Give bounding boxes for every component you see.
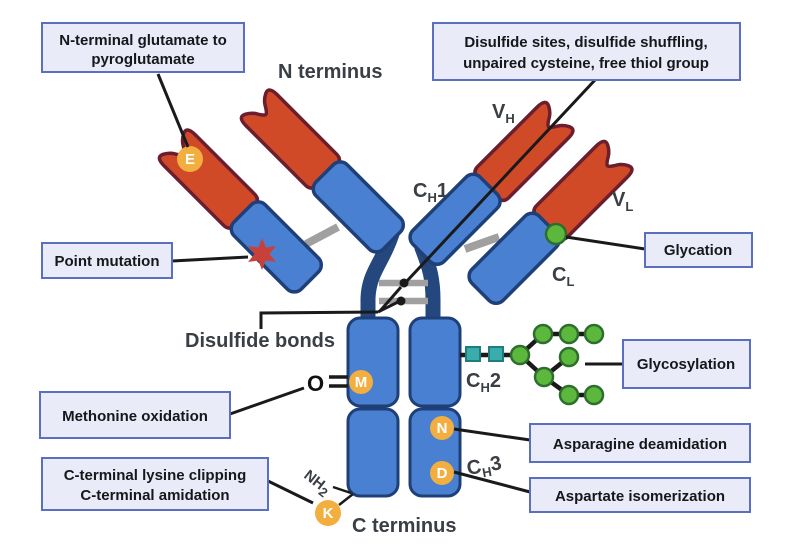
callout-n-terminal: N-terminal glutamate to pyroglutamate bbox=[41, 22, 245, 73]
vl-label: VL bbox=[612, 189, 633, 214]
nh2-label: NH2 bbox=[299, 467, 334, 501]
asparagine-residue: N bbox=[430, 416, 454, 440]
connector-glycation bbox=[565, 235, 646, 251]
point-mutation-star bbox=[248, 238, 276, 270]
connector-methonine-oxidation bbox=[229, 386, 305, 416]
aspartate-residue: D bbox=[430, 461, 454, 485]
callout-disulfide-sites: Disulfide sites, disulfide shuffling, un… bbox=[432, 22, 741, 81]
callout-n-terminal-line2: pyroglutamate bbox=[91, 51, 194, 68]
connector-disulfide-sites bbox=[404, 78, 597, 284]
callout-aspartate-isomerization-label: Aspartate isomerization bbox=[555, 488, 725, 505]
aspartate-letter: D bbox=[437, 465, 448, 482]
callout-n-terminal-line1: N-terminal glutamate to bbox=[59, 32, 227, 49]
methionine-letter: M bbox=[355, 374, 368, 391]
glutamate-residue: E bbox=[177, 146, 203, 172]
connector-n-terminal bbox=[156, 73, 190, 148]
callout-glycation-label: Glycation bbox=[664, 242, 732, 259]
c-terminus-label: C terminus bbox=[352, 515, 456, 537]
left-heavy-ch1-domain bbox=[307, 156, 410, 258]
glutamate-letter: E bbox=[185, 151, 195, 168]
callout-asparagine-deamidation: Asparagine deamidation bbox=[529, 423, 751, 463]
disulfide-bonds-label: Disulfide bonds bbox=[185, 330, 335, 352]
connector-disulfide-bonds-branch2 bbox=[378, 286, 403, 312]
asparagine-letter: N bbox=[437, 420, 448, 437]
ch3-label: CH3 bbox=[465, 452, 504, 483]
left-light-constant-domain bbox=[225, 196, 328, 298]
methionine-residue: M bbox=[349, 370, 373, 394]
glycan-glcnac-square-1 bbox=[465, 346, 481, 362]
left-ch2-domain bbox=[346, 316, 400, 408]
ch1-label: CH1 bbox=[413, 180, 448, 205]
callout-aspartate-isomerization: Aspartate isomerization bbox=[529, 477, 751, 513]
connector-point-mutation bbox=[171, 255, 249, 263]
glycation-site-dot bbox=[544, 222, 568, 246]
glycan-sugar bbox=[558, 323, 580, 345]
connector-disulfide-bonds-elbow bbox=[259, 310, 379, 329]
glycan-sugar bbox=[558, 384, 580, 406]
right-interchain-disulfide bbox=[463, 233, 501, 253]
callout-asparagine-deamidation-label: Asparagine deamidation bbox=[553, 436, 727, 453]
glycan-sugar bbox=[533, 366, 555, 388]
cl-label: CL bbox=[552, 264, 574, 289]
callout-point-mutation-label: Point mutation bbox=[55, 253, 160, 270]
oxygen-symbol: O bbox=[307, 371, 324, 396]
nh2-bond-line bbox=[332, 485, 352, 495]
n-terminus-label: N terminus bbox=[278, 61, 382, 83]
callout-glycosylation-label: Glycosylation bbox=[637, 356, 735, 373]
disulfide-site-dot-bottom bbox=[396, 296, 406, 306]
glycan-sugar bbox=[558, 346, 580, 368]
connector-aspartate-isomerization bbox=[453, 470, 531, 494]
right-ch2-domain bbox=[408, 316, 462, 408]
glycan-glcnac-square-2 bbox=[488, 346, 504, 362]
connector-c-terminal bbox=[267, 479, 314, 505]
lysine-bond-line bbox=[338, 493, 354, 506]
callout-disulfide-sites-line2: unpaired cysteine, free thiol group bbox=[463, 55, 709, 72]
callout-glycosylation: Glycosylation bbox=[622, 339, 751, 389]
lysine-residue: K bbox=[315, 500, 341, 526]
vh-label: VH bbox=[492, 101, 515, 126]
glycan-sugar-root bbox=[509, 344, 531, 366]
callout-c-terminal-line1: C-terminal lysine clipping bbox=[64, 467, 247, 484]
left-interchain-disulfide bbox=[304, 223, 340, 248]
callout-methonine-oxidation: Methonine oxidation bbox=[39, 391, 231, 439]
ch2-label: CH2 bbox=[466, 370, 501, 395]
callout-glycation: Glycation bbox=[644, 232, 753, 268]
glycan-sugar bbox=[583, 323, 605, 345]
left-ch3-domain bbox=[346, 407, 400, 498]
glycan-sugar bbox=[532, 323, 554, 345]
callout-point-mutation: Point mutation bbox=[41, 242, 173, 279]
callout-disulfide-sites-line1: Disulfide sites, disulfide shuffling, bbox=[464, 34, 707, 51]
glycan-sugar bbox=[583, 384, 605, 406]
callout-c-terminal: C-terminal lysine clipping C-terminal am… bbox=[41, 457, 269, 511]
connector-asparagine-deamidation bbox=[453, 427, 531, 442]
callout-c-terminal-line2: C-terminal amidation bbox=[80, 487, 229, 504]
callout-methonine-oxidation-label: Methonine oxidation bbox=[62, 408, 208, 425]
lysine-letter: K bbox=[323, 505, 334, 522]
